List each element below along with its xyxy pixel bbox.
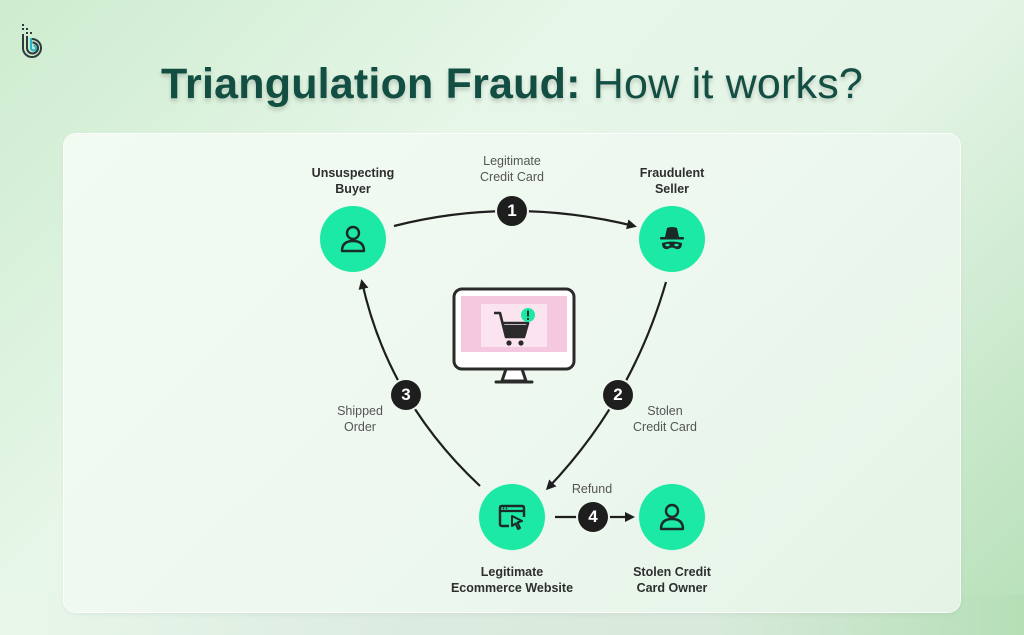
step-4-label: Refund xyxy=(571,482,613,496)
step-2-label: Stolen Credit Card xyxy=(633,404,697,434)
step-1-label: Legitimate Credit Card xyxy=(480,154,544,184)
owner-label: Stolen Credit Card Owner xyxy=(633,565,711,595)
buyer-label: Unsuspecting Buyer xyxy=(311,166,395,196)
node-fraudulent-seller xyxy=(639,206,705,272)
node-legitimate-ecommerce-website xyxy=(479,484,545,550)
website-label: Legitimate Ecommerce Website xyxy=(450,565,574,595)
title-light: How it works? xyxy=(592,60,864,108)
step-2-badge: 2 xyxy=(603,380,633,410)
node-stolen-card-owner xyxy=(639,484,705,550)
step-3-label: Shipped Order xyxy=(337,404,383,434)
monitor-shopping-cart-alert-icon xyxy=(452,287,576,384)
step-3-badge: 3 xyxy=(391,380,421,410)
node-unsuspecting-buyer xyxy=(320,206,386,272)
incognito-spy-icon xyxy=(660,227,684,250)
user-icon xyxy=(659,503,685,531)
page-title: Triangulation Fraud: How it works? xyxy=(0,60,1024,109)
user-icon xyxy=(340,225,366,253)
step-4-badge: 4 xyxy=(578,502,608,532)
browser-cursor-icon xyxy=(498,504,526,530)
step-1-badge: 1 xyxy=(497,196,527,226)
brand-b-logo-icon xyxy=(22,24,42,58)
seller-label: Fraudulent Seller xyxy=(639,166,705,196)
title-bold: Triangulation Fraud: xyxy=(160,60,581,108)
